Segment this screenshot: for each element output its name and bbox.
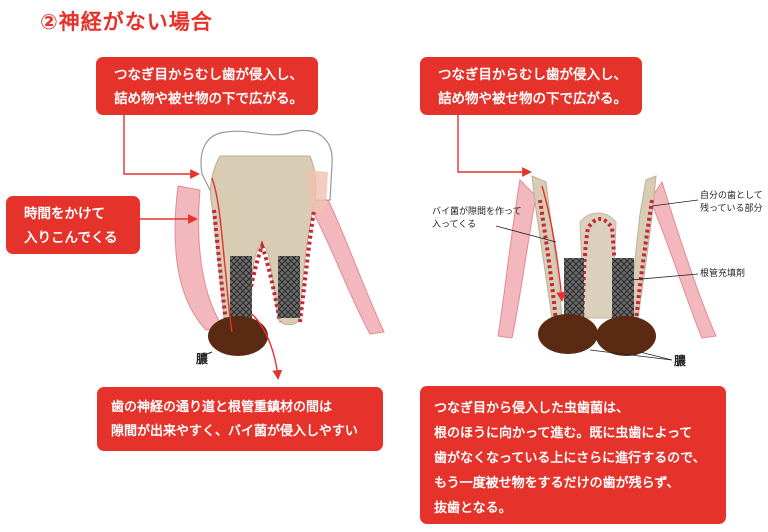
callout-right-top-line-2: 詰め物や被せ物の下で広がる。: [438, 91, 627, 107]
left-root-outline: [212, 209, 316, 323]
callout-left-top-line-1: つなぎ目からむし歯が侵入し、: [114, 67, 303, 83]
right-root-filling-2: [612, 258, 634, 318]
left-root-filling-2: [278, 256, 300, 318]
callout-left-bottom: 歯の神経の通り道と根管重鎮材の間は 隙間が出来やすく、バイ菌が侵入しやすい: [97, 387, 383, 451]
callout-left-bottom-line-2: 隙間が出来やすく、バイ菌が侵入しやすい: [111, 424, 358, 439]
callout-left-top-line-2: 詰め物や被せ物の下で広がる。: [114, 91, 303, 107]
callout-right-bottom-line-3: 歯がなくなっている上にさらに進行するので、: [434, 451, 706, 466]
callout-right-bottom-line-5: 抜歯となる。: [434, 501, 512, 516]
callout-left-side-line-1: 時間をかけて: [24, 206, 105, 222]
left-tooth-core: [209, 155, 317, 326]
label-pus-right: 膿: [674, 354, 687, 368]
left-gum-right: [305, 178, 385, 335]
label-remaining-tooth-line-1: 自分の歯として: [700, 191, 763, 201]
callout-right-bottom-line-1: つなぎ目から侵入した虫歯菌は、: [434, 401, 630, 416]
callout-left-bottom-line-1: 歯の神経の通り道と根管重鎮材の間は: [111, 400, 333, 415]
right-pus-2: [596, 316, 656, 356]
callout-right-top-line-1: つなぎ目からむし歯が侵入し、: [438, 67, 627, 83]
label-remaining-tooth-line-2: 残っている部分: [700, 204, 763, 214]
label-remaining-tooth: 自分の歯として 残っている部分: [700, 190, 763, 216]
label-pus-left: 膿: [196, 352, 209, 366]
left-tooth-illustration: [174, 130, 385, 380]
page-title: ②神経がない場合: [40, 10, 213, 34]
right-root-filling-1: [564, 258, 584, 318]
callout-right-top: つなぎ目からむし歯が侵入し、 詰め物や被せ物の下で広がる。: [420, 57, 642, 115]
label-bacteria-gap: バイ菌が隙間を作って 入ってくる: [432, 206, 522, 232]
callout-left-side: 時間をかけて 入りこんでくる: [6, 196, 140, 254]
right-gum-left: [497, 178, 537, 339]
callout-left-top: つなぎ目からむし歯が侵入し、 詰め物や被せ物の下で広がる。: [96, 57, 318, 115]
callout-right-bottom-line-2: 根のほうに向かって進む。既に虫歯によって: [434, 426, 693, 441]
callout-right-bottom: つなぎ目から侵入した虫歯菌は、 根のほうに向かって進む。既に虫歯によって 歯がな…: [420, 386, 726, 524]
left-root-filling-1: [230, 256, 252, 318]
label-root-filling: 根管充填剤: [700, 269, 746, 279]
label-bacteria-gap-line-1: バイ菌が隙間を作って: [432, 207, 522, 217]
left-pus: [208, 316, 268, 356]
callout-left-side-line-2: 入りこんでくる: [24, 230, 118, 246]
right-tooth-illustration: [497, 175, 717, 356]
label-bacteria-gap-line-2: 入ってくる: [432, 220, 477, 230]
callout-right-bottom-line-4: もう一度被せ物をするだけの歯が残らず、: [434, 476, 680, 491]
right-gum-right: [649, 180, 717, 339]
right-pus-1: [538, 314, 598, 354]
